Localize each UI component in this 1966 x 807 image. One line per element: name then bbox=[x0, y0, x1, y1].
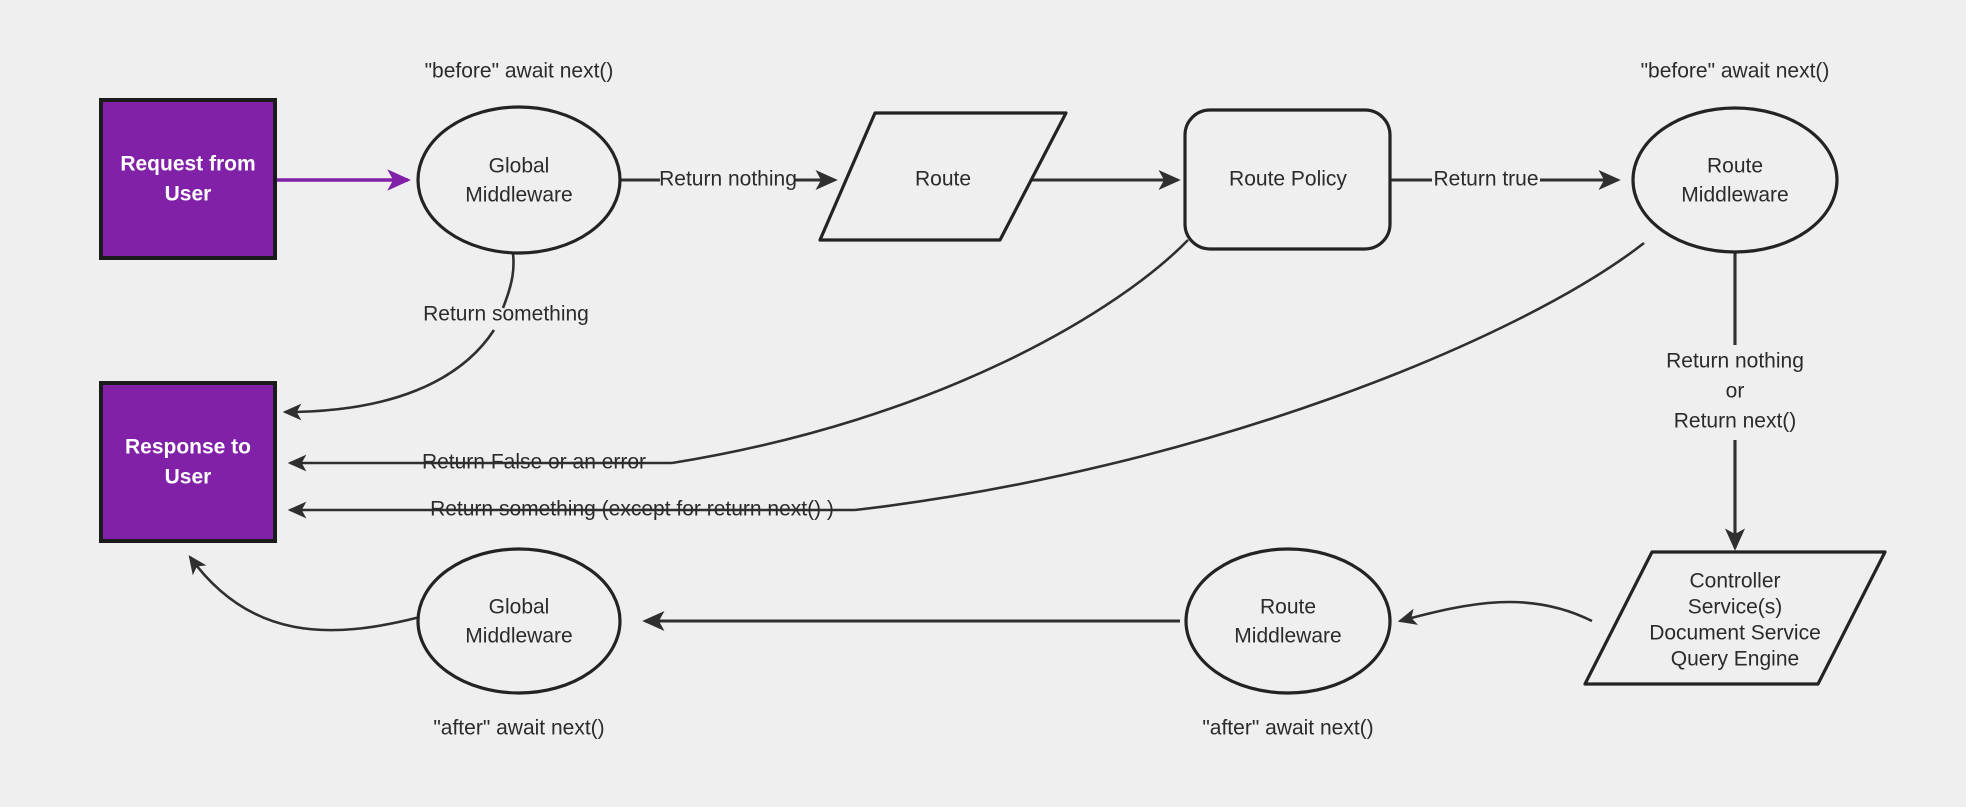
global-middleware-bottom-label-line2: Middleware bbox=[465, 625, 572, 648]
edge-label-return-nothing: Return nothing bbox=[659, 168, 797, 191]
route-middleware-top-shape bbox=[1631, 106, 1839, 254]
controller-label-line4: Query Engine bbox=[1671, 648, 1799, 671]
global-middleware-top-label-line2: Middleware bbox=[465, 184, 572, 207]
route-middleware-bottom-label-line2: Middleware bbox=[1234, 625, 1341, 648]
note-before-await-next-global: "before" await next() bbox=[425, 60, 614, 83]
global-middleware-bottom-shape bbox=[416, 547, 622, 695]
controller-label-line1: Controller bbox=[1689, 570, 1780, 593]
edge-controller-to-route-middleware-bottom bbox=[1397, 600, 1593, 625]
node-route[interactable]: Route bbox=[818, 111, 1068, 242]
global-middleware-top-shape bbox=[416, 105, 622, 255]
edge-label-return-nothing-or-next-line1: Return nothing bbox=[1666, 350, 1804, 373]
note-after-await-next-global: "after" await next() bbox=[433, 717, 604, 740]
note-before-await-next-route: "before" await next() bbox=[1641, 60, 1830, 83]
response-box-shape bbox=[99, 381, 277, 543]
edge-label-return-something-global: Return something bbox=[423, 303, 589, 326]
edge-route-middleware-return-something-curve bbox=[854, 241, 1645, 512]
response-label-line1: Response to bbox=[125, 436, 251, 459]
edge-label-return-something-except-next: Return something (except for return next… bbox=[430, 498, 834, 521]
route-label: Route bbox=[915, 168, 971, 191]
route-policy-label: Route Policy bbox=[1229, 168, 1347, 191]
edge-label-return-true: Return true bbox=[1433, 168, 1538, 191]
controller-label-line2: Service(s) bbox=[1688, 596, 1783, 619]
node-route-middleware-bottom[interactable]: Route Middleware bbox=[1184, 547, 1392, 695]
node-global-middleware-bottom[interactable]: Global Middleware bbox=[416, 547, 622, 695]
global-middleware-bottom-label-line1: Global bbox=[489, 596, 550, 619]
edge-global-middleware-bottom-to-response bbox=[188, 555, 421, 632]
node-route-middleware-top[interactable]: Route Middleware bbox=[1631, 106, 1839, 254]
controller-shape bbox=[1583, 550, 1887, 686]
node-global-middleware-top[interactable]: Global Middleware bbox=[416, 105, 622, 255]
edge-global-middleware-return-something-upper bbox=[501, 246, 515, 309]
edge-route-policy-return-false-curve bbox=[671, 239, 1189, 465]
node-response-to-user[interactable]: Response to User bbox=[99, 381, 277, 543]
request-label-line2: User bbox=[165, 183, 212, 206]
edge-label-return-nothing-or-next-line2: or bbox=[1726, 380, 1745, 403]
request-label-line1: Request from bbox=[120, 153, 255, 176]
route-middleware-top-label-line2: Middleware bbox=[1681, 184, 1788, 207]
route-policy-shape bbox=[1183, 108, 1392, 251]
edge-label-return-nothing-or-next-line3: Return next() bbox=[1674, 410, 1797, 433]
route-middleware-top-label-line1: Route bbox=[1707, 155, 1763, 178]
note-after-await-next-route: "after" await next() bbox=[1202, 717, 1373, 740]
route-middleware-bottom-shape bbox=[1184, 547, 1392, 695]
node-request-from-user[interactable]: Request from User bbox=[99, 98, 277, 260]
node-controller-services[interactable]: Controller Service(s) Document Service Q… bbox=[1583, 550, 1887, 686]
controller-label-line3: Document Service bbox=[1649, 622, 1821, 645]
edge-label-return-false-or-error: Return False or an error bbox=[422, 451, 646, 474]
route-middleware-bottom-label-line1: Route bbox=[1260, 596, 1316, 619]
global-middleware-top-label-line1: Global bbox=[489, 155, 550, 178]
route-shape bbox=[818, 111, 1068, 242]
request-box-shape bbox=[99, 98, 277, 260]
edge-global-middleware-return-something-to-response bbox=[282, 329, 496, 421]
node-route-policy[interactable]: Route Policy bbox=[1183, 108, 1392, 251]
response-label-line2: User bbox=[165, 466, 212, 489]
